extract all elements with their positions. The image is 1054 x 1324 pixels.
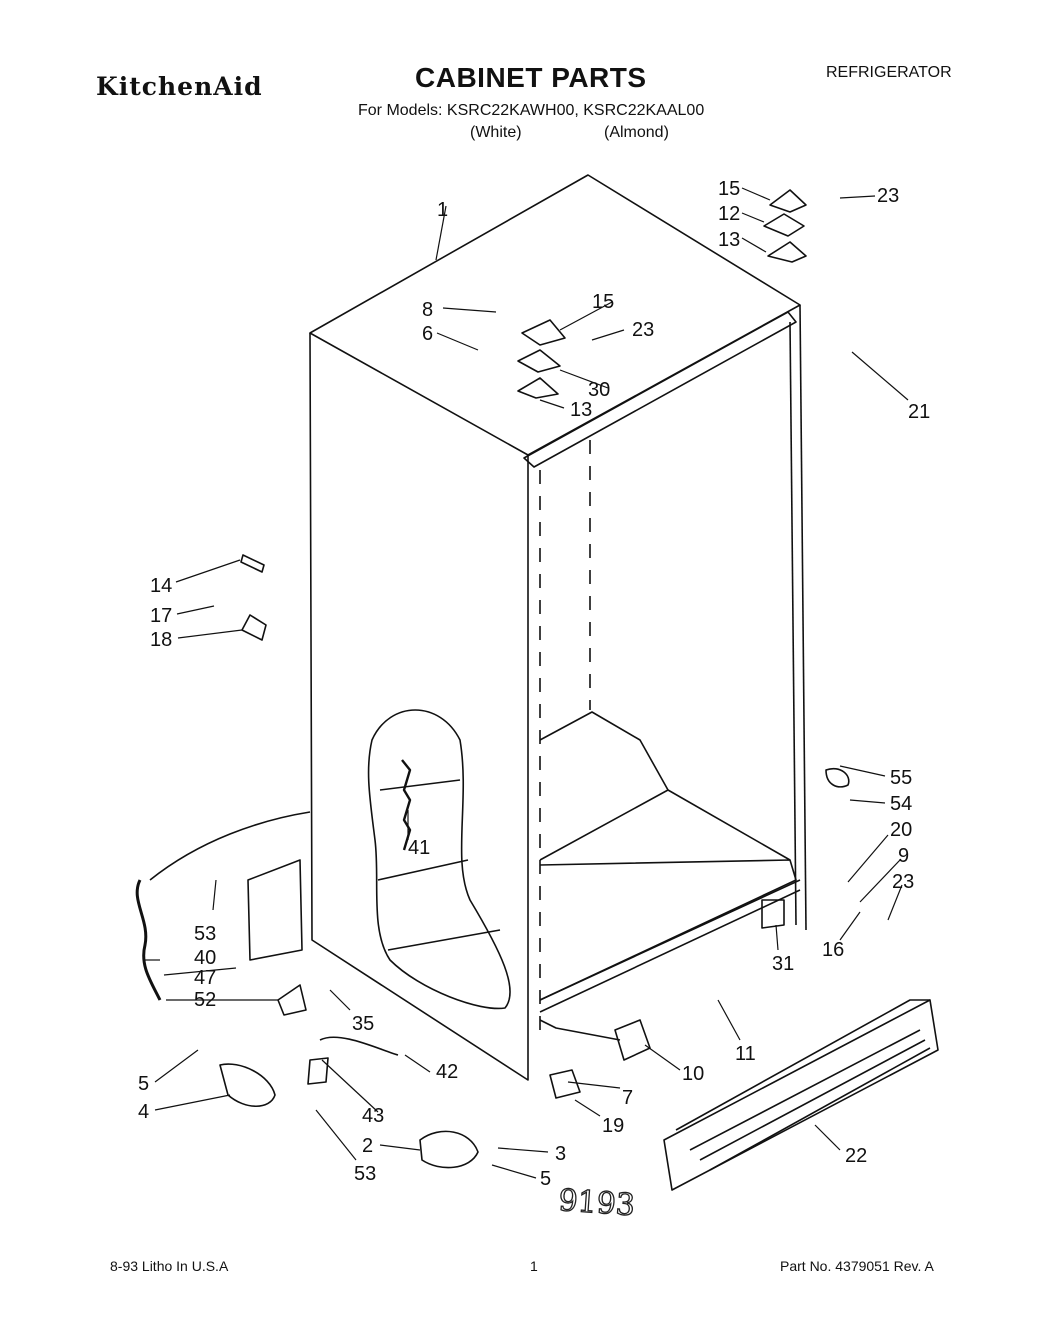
brand-logo: KitchenAid <box>96 72 263 101</box>
callout-label: 8 <box>422 299 433 321</box>
callout-label: 11 <box>735 1043 756 1065</box>
callout-labels: 1 15 23 12 13 8 15 23 6 30 13 21 14 17 1… <box>138 178 930 1190</box>
footer-part-number: Part No. 4379051 Rev. A <box>780 1258 934 1274</box>
footer-litho: 8-93 Litho In U.S.A <box>110 1258 229 1274</box>
callout-label: 16 <box>822 939 844 961</box>
models-line: For Models: KSRC22KAWH00, KSRC22KAAL00 <box>358 102 705 119</box>
callout-label: 53 <box>194 923 216 945</box>
callout-label: 30 <box>588 379 610 401</box>
callout-label: 15 <box>592 291 614 313</box>
callout-label: 23 <box>632 319 654 341</box>
callout-label: 13 <box>570 399 592 421</box>
callout-label: 12 <box>718 203 740 225</box>
callout-label: 43 <box>362 1105 384 1127</box>
callout-label: 23 <box>892 871 914 893</box>
model-color-white: (White) <box>470 124 522 141</box>
callout-label: 23 <box>877 185 899 207</box>
handwritten-note: 9193 <box>557 1183 636 1223</box>
callout-label: 35 <box>352 1013 374 1035</box>
callout-label: 4 <box>138 1101 149 1123</box>
callout-label: 9 <box>898 845 909 867</box>
callout-label: 3 <box>555 1143 566 1165</box>
callout-label: 31 <box>772 953 794 975</box>
callout-label: 47 <box>194 967 216 989</box>
model-color-almond: (Almond) <box>604 124 669 141</box>
appliance-type: REFRIGERATOR <box>826 64 952 81</box>
callout-label: 52 <box>194 989 216 1011</box>
callout-label: 15 <box>718 178 740 200</box>
callout-label: 53 <box>354 1163 376 1185</box>
callout-label: 40 <box>194 947 216 969</box>
callout-label: 19 <box>602 1115 624 1137</box>
page-title: CABINET PARTS <box>415 62 647 93</box>
callout-label: 54 <box>890 793 912 815</box>
callout-label: 13 <box>718 229 740 251</box>
callout-label: 7 <box>622 1087 633 1109</box>
callout-label: 42 <box>436 1061 458 1083</box>
callout-label: 22 <box>845 1145 867 1167</box>
callout-label: 55 <box>890 767 912 789</box>
callout-label: 5 <box>138 1073 149 1095</box>
callout-label: 41 <box>408 837 430 859</box>
callout-label: 17 <box>150 605 172 627</box>
leader-lines <box>145 187 909 1179</box>
callout-label: 6 <box>422 323 433 345</box>
cabinet-drawing <box>135 174 939 1191</box>
callout-label: 18 <box>150 629 172 651</box>
callout-label: 1 <box>437 199 448 221</box>
callout-label: 10 <box>682 1063 704 1085</box>
callout-label: 2 <box>362 1135 373 1157</box>
callout-label: 20 <box>890 819 912 841</box>
callout-label: 5 <box>540 1168 551 1190</box>
callout-label: 14 <box>150 575 172 597</box>
footer-page-number: 1 <box>530 1258 538 1274</box>
callout-label: 21 <box>908 401 930 423</box>
